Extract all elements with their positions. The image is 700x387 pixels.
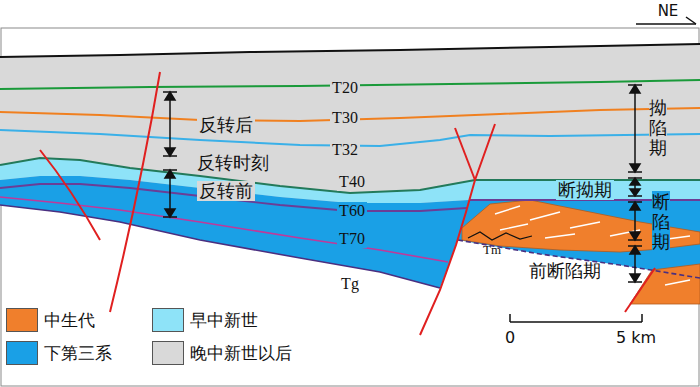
scale-label: 5 km bbox=[614, 329, 658, 347]
stage-label: 前断陷期 bbox=[527, 261, 603, 282]
legend-text: 中生代 bbox=[44, 309, 95, 332]
legend-text: 晚中新世以后 bbox=[190, 342, 292, 365]
scale-label: 0 bbox=[503, 329, 517, 347]
legend-entry: 早中新世 bbox=[152, 308, 258, 332]
t70-horizon bbox=[0, 197, 448, 262]
unconformity-line bbox=[468, 232, 532, 240]
legend-text: 下第三系 bbox=[44, 342, 112, 365]
stage-label: 拗陷期 bbox=[649, 97, 667, 158]
interval-bracket bbox=[163, 92, 177, 217]
horizon-label: Tg bbox=[339, 275, 361, 293]
horizon-label: T70 bbox=[337, 230, 367, 248]
frame bbox=[1, 28, 699, 386]
horizon-label: Tm bbox=[481, 243, 503, 258]
tg-horizon bbox=[0, 205, 440, 288]
stage-label: 反转后 bbox=[197, 115, 255, 136]
stage-label: 反转时刻 bbox=[195, 153, 271, 174]
horizon-label: T32 bbox=[330, 141, 360, 159]
stage-label: 断陷期 bbox=[652, 191, 670, 252]
horizon-label: T20 bbox=[330, 79, 360, 97]
legend-entry: 中生代 bbox=[6, 308, 95, 332]
late-miocene-fill bbox=[0, 44, 700, 288]
legend-swatch bbox=[152, 341, 184, 365]
mesozoic-fill bbox=[630, 264, 700, 304]
horizon-label: T60 bbox=[337, 202, 367, 220]
legend-text: 早中新世 bbox=[190, 309, 258, 332]
stage-label: 反转前 bbox=[197, 181, 255, 202]
legend-swatch bbox=[6, 341, 38, 365]
legend-entry: 晚中新世以后 bbox=[152, 341, 292, 365]
horizon-label: T40 bbox=[337, 173, 367, 191]
legend-entry: 下第三系 bbox=[6, 341, 112, 365]
horizon-label: T30 bbox=[330, 109, 360, 127]
interval-bracket bbox=[628, 85, 642, 282]
scale-bar bbox=[510, 314, 642, 322]
fault-lines bbox=[40, 72, 655, 335]
direction-label: NE bbox=[656, 3, 681, 20]
surface-line bbox=[0, 44, 700, 57]
legend-swatch bbox=[6, 308, 38, 332]
legend-swatch bbox=[152, 308, 184, 332]
stage-label: 断拗期 bbox=[556, 180, 614, 201]
